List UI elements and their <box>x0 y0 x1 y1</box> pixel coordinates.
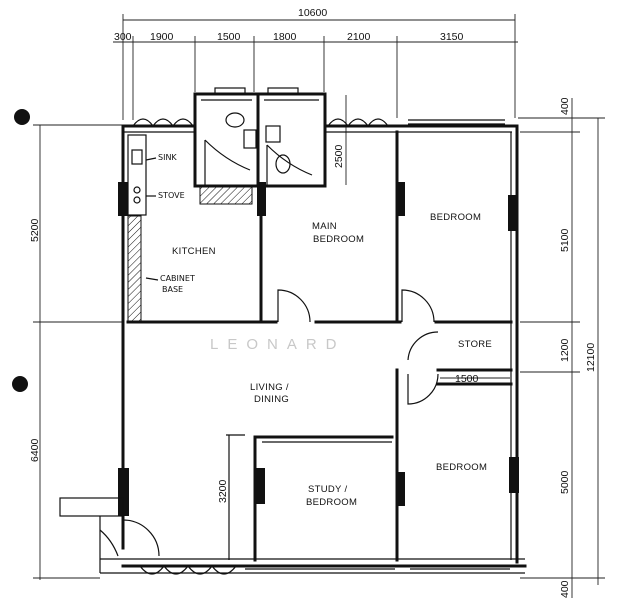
label-main-bedroom-1: MAIN <box>312 221 337 232</box>
dim-right-2: 1200 <box>559 338 571 362</box>
dim-top-4: 2100 <box>347 31 371 43</box>
label-study-1: STUDY / <box>308 484 347 495</box>
label-kitchen: KITCHEN <box>172 246 216 257</box>
label-study-2: BEDROOM <box>306 497 357 508</box>
dim-study-depth: 3200 <box>217 479 229 503</box>
dim-left-1: 6400 <box>29 438 41 462</box>
dim-top-0: 300 <box>114 31 132 43</box>
dim-store-width: 1500 <box>455 373 479 385</box>
label-living-1: LIVING / <box>250 382 289 393</box>
label-bedroom-top: BEDROOM <box>430 212 481 223</box>
punch-hole-top <box>14 109 30 125</box>
bathrooms <box>193 87 327 205</box>
punch-hole-bottom <box>12 376 28 392</box>
top-dimensions <box>113 14 518 120</box>
doors <box>59 289 439 573</box>
watermark: LEONARD <box>210 336 346 353</box>
label-store: STORE <box>458 339 492 350</box>
dim-overall-width: 10600 <box>298 7 327 19</box>
interior-walls <box>126 130 513 562</box>
dim-top-5: 3150 <box>440 31 464 43</box>
annotation-stove: STOVE <box>158 191 185 200</box>
label-bedroom-bottom: BEDROOM <box>436 462 487 473</box>
dim-right-0: 400 <box>559 97 571 115</box>
right-dimensions <box>518 98 605 598</box>
dim-top-3: 1800 <box>273 31 297 43</box>
dim-top-2: 1500 <box>217 31 241 43</box>
annotation-cabinet-2: BASE <box>162 285 183 294</box>
label-living-2: DINING <box>254 394 289 405</box>
dim-top-1: 1900 <box>150 31 174 43</box>
left-dimensions <box>33 124 123 580</box>
annotation-cabinet-1: CABINET <box>160 274 195 283</box>
annotation-sink: SINK <box>158 153 177 162</box>
dim-right-3: 5000 <box>559 470 571 494</box>
top-windows <box>132 118 505 127</box>
dim-right-total: 12100 <box>585 343 597 372</box>
kitchen-fittings <box>127 134 159 323</box>
label-main-bedroom-2: BEDROOM <box>313 234 364 245</box>
bottom-windows <box>139 565 510 575</box>
dim-left-0: 5200 <box>29 218 41 242</box>
dim-bath-depth: 2500 <box>333 144 345 168</box>
dim-right-4: 400 <box>559 580 571 598</box>
dim-right-1: 5100 <box>559 228 571 252</box>
